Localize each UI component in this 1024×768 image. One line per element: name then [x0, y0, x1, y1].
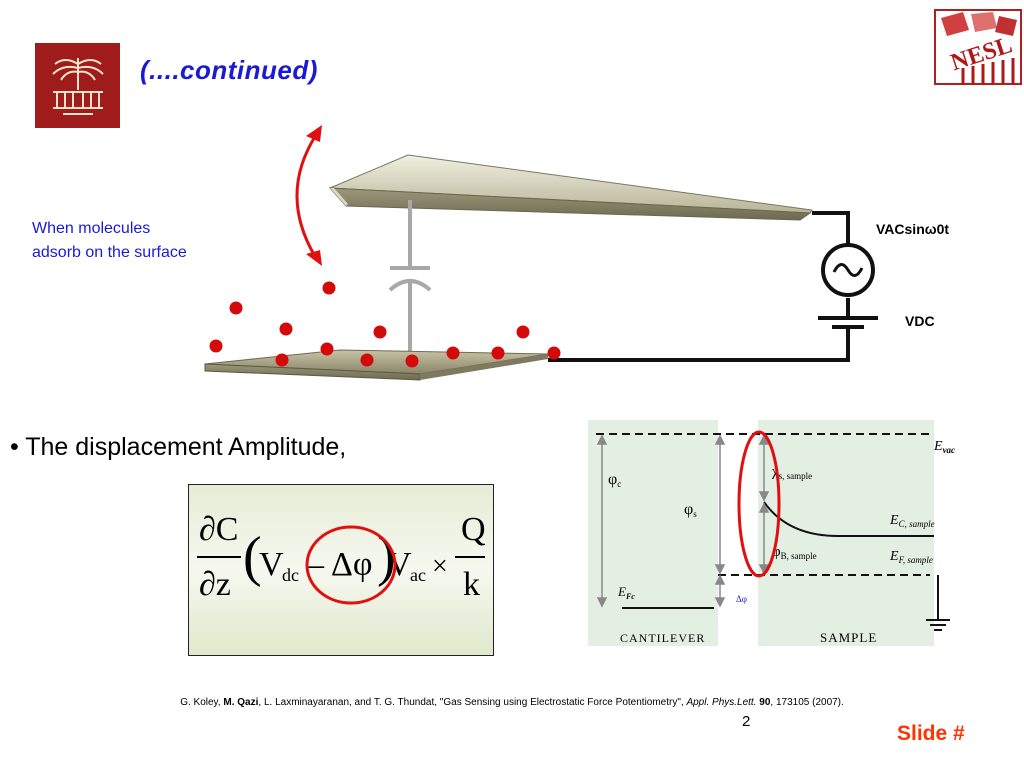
formula-v: V [259, 546, 284, 583]
ac-source-label: VACsinω0t [876, 221, 950, 237]
slide-number-label: Slide # [897, 722, 965, 745]
highlight-ellipse-icon [737, 430, 781, 578]
displacement-formula: ∂C ∂z ( V dc – Δφ ) V ac × Q k [197, 511, 486, 605]
slide-title: (....continued) [140, 55, 318, 85]
formula-box: ∂C ∂z ( V dc – Δφ ) V ac × Q k [188, 484, 494, 656]
ec-label: EC, sample [889, 513, 935, 529]
citation: G. Koley, M. Qazi, L. Laxminayaranan, an… [180, 697, 844, 708]
efc-label: EFc [617, 584, 635, 601]
cantilever-label: CANTILEVER [620, 631, 705, 645]
formula-ac-sub: ac [410, 565, 426, 585]
evac-label: Evac [933, 439, 955, 455]
page-number: 2 [742, 713, 751, 730]
dc-source-icon [818, 316, 878, 329]
cantilever-region [588, 420, 718, 646]
caption-line-2: adsorb on the surface [32, 244, 187, 261]
phi-b-label: φB, sample [772, 544, 817, 561]
delta-phi-label: Δφ [736, 594, 747, 604]
phi-s-label: φs [684, 501, 697, 519]
formula-times: × [432, 551, 448, 582]
ac-source-icon [821, 243, 875, 297]
phi-c-label: φc [608, 471, 621, 489]
adsorption-caption: When molecules adsorb on the surface [32, 217, 187, 265]
bullet-point: • The displacement Amplitude, [10, 433, 347, 461]
nesl-logo: NESL [933, 8, 1023, 86]
dc-source-label: VDC [905, 313, 935, 329]
sample-region [758, 420, 934, 646]
formula-dc-sub: dc [282, 565, 299, 585]
conduction-band-curve [763, 501, 934, 537]
formula-dz-term: ∂z [199, 566, 231, 603]
cantilever-beam [328, 154, 813, 221]
circuit-wire [548, 211, 850, 362]
cantilever-diagram [204, 125, 878, 381]
highlight-circle-icon [305, 525, 397, 605]
formula-k: k [463, 566, 480, 603]
university-logo [35, 43, 120, 128]
formula-delta-phi: Δφ [331, 546, 373, 583]
capacitor-curve-icon [388, 279, 432, 292]
svg-text:(: ( [243, 526, 262, 588]
sample-label: SAMPLE [820, 630, 877, 645]
svg-text:): ) [377, 526, 396, 588]
chi-label: χs, sample [771, 464, 812, 481]
caption-line-1: When molecules [32, 220, 151, 237]
ef-label: EF, sample [889, 549, 933, 565]
sample-plate [204, 349, 549, 381]
ground-icon [926, 575, 950, 631]
formula-minus: – [306, 546, 325, 583]
molecule-dots [209, 281, 561, 368]
formula-q: Q [461, 511, 486, 548]
palmetto-icon [51, 57, 104, 115]
motion-arrow-icon [295, 125, 322, 266]
formula-dc-term: ∂C [199, 511, 238, 548]
band-diagram: Evac φc φs χs, sample φB, sample EC, sam… [588, 420, 955, 646]
